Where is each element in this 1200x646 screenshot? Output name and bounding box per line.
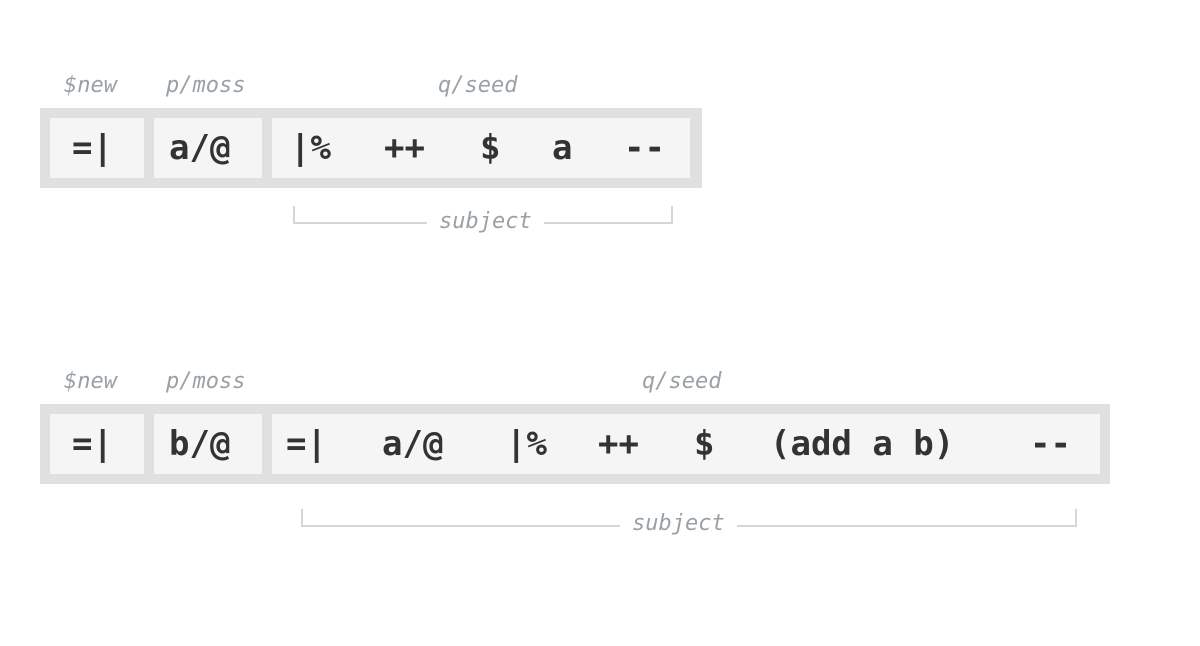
rune-token: =| xyxy=(72,128,113,168)
seed-token: ++ xyxy=(598,424,639,464)
subject-label: subject xyxy=(620,511,737,537)
seed-token: |% xyxy=(506,424,547,464)
seed-label: q/seed xyxy=(642,369,722,394)
seed-cell: =| a/@ |% ++ $ (add a b) -- xyxy=(272,414,1100,474)
rune-token: =| xyxy=(72,424,113,464)
seed-token: $ xyxy=(694,424,715,464)
moss-cell: a/@ xyxy=(154,118,262,178)
new-label: $new xyxy=(64,73,117,98)
seed-token: a/@ xyxy=(382,424,444,464)
moss-label: p/moss xyxy=(166,369,246,394)
seed-token: -- xyxy=(624,128,665,168)
expression-frame: =| a/@ |% ++ $ a -- xyxy=(40,108,702,188)
seed-cell: |% ++ $ a -- xyxy=(272,118,690,178)
seed-label: q/seed xyxy=(438,73,518,98)
seed-token: ++ xyxy=(384,128,425,168)
seed-token: $ xyxy=(480,128,501,168)
diagram-1: $new p/moss q/seed =| a/@ |% ++ $ a -- s… xyxy=(0,0,1200,260)
seed-token: -- xyxy=(1030,424,1071,464)
rune-cell: =| xyxy=(50,414,144,474)
subject-label: subject xyxy=(427,209,544,235)
seed-token: =| xyxy=(286,424,327,464)
moss-token: a/@ xyxy=(169,128,231,168)
seed-token: |% xyxy=(290,128,331,168)
seed-token: (add a b) xyxy=(770,424,955,464)
rune-cell: =| xyxy=(50,118,144,178)
moss-label: p/moss xyxy=(166,73,246,98)
moss-cell: b/@ xyxy=(154,414,262,474)
seed-token: a xyxy=(552,128,573,168)
expression-frame: =| b/@ =| a/@ |% ++ $ (add a b) -- xyxy=(40,404,1110,484)
moss-token: b/@ xyxy=(169,424,231,464)
new-label: $new xyxy=(64,369,117,394)
